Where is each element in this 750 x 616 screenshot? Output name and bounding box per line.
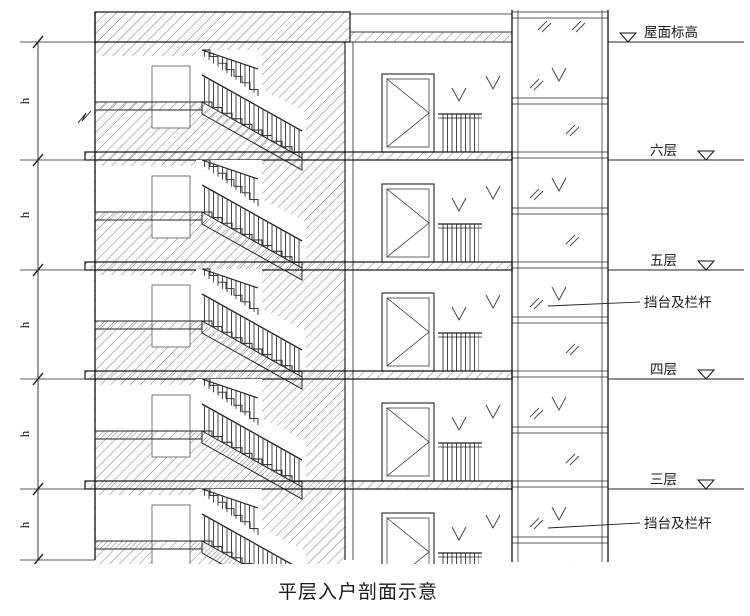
elevation-triangle-icon (696, 150, 716, 161)
level-label-floor4: 四层 (650, 362, 677, 377)
annotation-parapet-lower: 挡台及栏杆 (644, 516, 712, 531)
level-label-roof: 屋面标高 (644, 24, 698, 40)
story-floor3 (85, 379, 608, 499)
curtain-wall (511, 10, 609, 562)
level-label-floor3: 三层 (650, 472, 677, 487)
break-mark (77, 110, 92, 124)
dim-label-h: h (17, 321, 32, 328)
dim-label-h: h (17, 211, 32, 218)
dimension-chain: h h h h h (17, 35, 95, 564)
drawing-title: 平层入户剖面示意 (278, 581, 438, 603)
elevation-triangle-icon (696, 479, 716, 490)
story-floor4 (85, 269, 608, 389)
annotation-parapet-upper: 挡台及栏杆 (644, 295, 712, 310)
story-floor5 (85, 160, 608, 280)
dim-label-h: h (17, 521, 32, 528)
elevation-triangle-icon (696, 260, 716, 271)
elevation-triangle-icon (618, 32, 638, 43)
elevation-markers: 屋面标高 六层 五层 四层 三层 (608, 24, 744, 490)
story-floor6 (85, 50, 608, 170)
annotations: 挡台及栏杆 挡台及栏杆 (547, 295, 712, 531)
level-label-floor5: 五层 (650, 253, 677, 268)
dim-label-h: h (17, 97, 32, 104)
elevation-triangle-icon (696, 369, 716, 380)
level-label-floor6: 六层 (650, 143, 677, 158)
dim-label-h: h (17, 430, 32, 437)
